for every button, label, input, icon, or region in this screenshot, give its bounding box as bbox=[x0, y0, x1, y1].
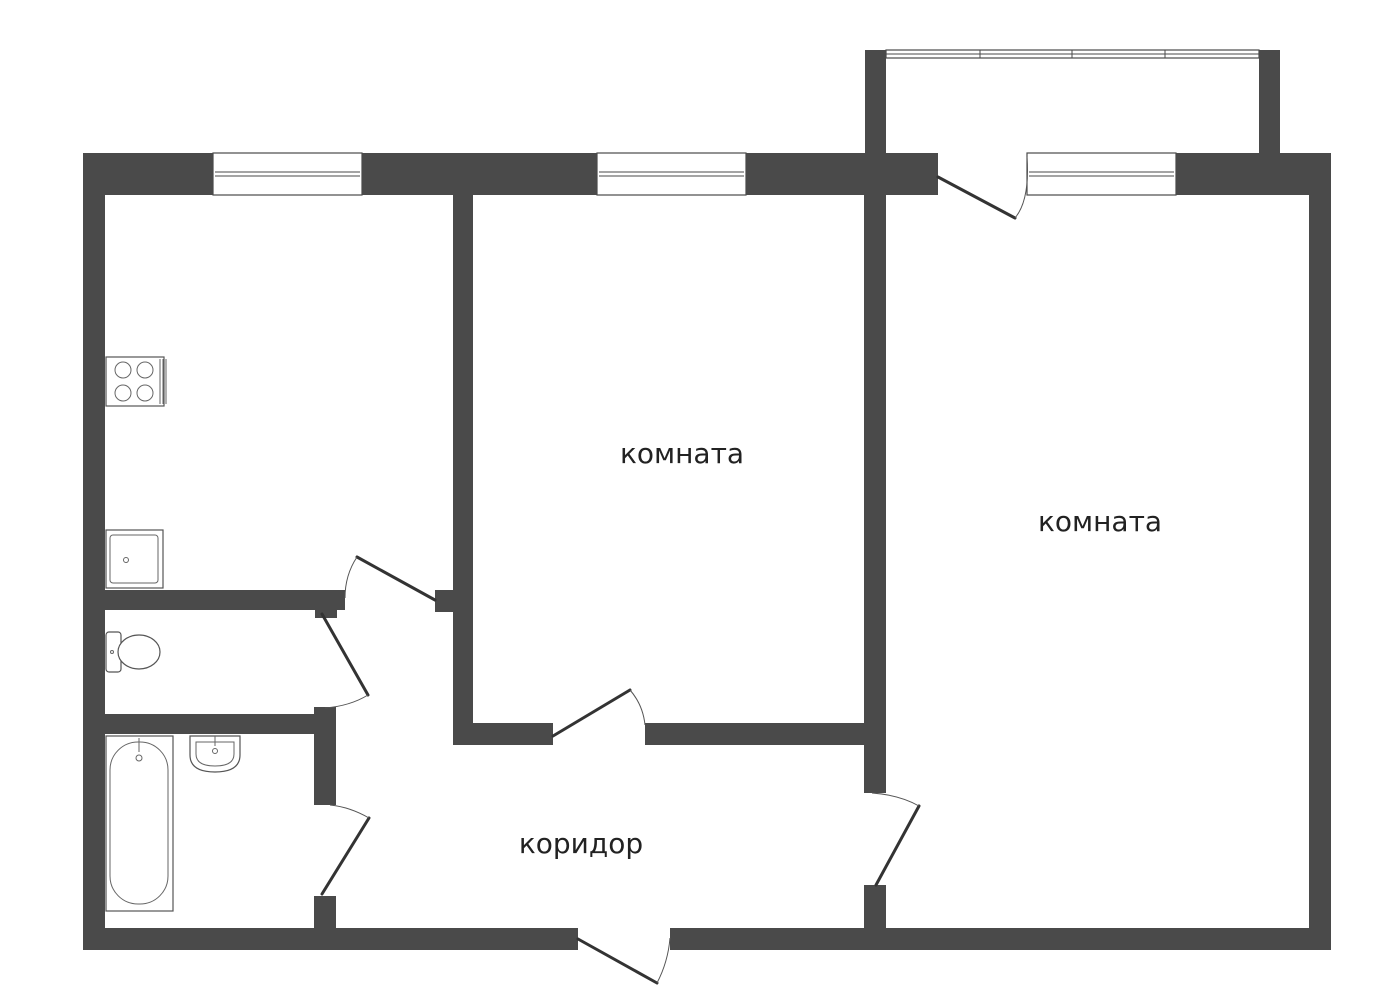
balcony-glazing bbox=[885, 49, 1260, 59]
outer-wall-bottom-right bbox=[670, 928, 1331, 950]
toilet-bottom-wall bbox=[105, 714, 335, 734]
washbasin-icon bbox=[189, 735, 241, 773]
doors bbox=[320, 156, 1028, 985]
kitchen-bottom-wall-post bbox=[315, 608, 337, 618]
bathroom-wall-upper bbox=[314, 707, 336, 805]
walls bbox=[83, 50, 1331, 950]
partition-rooms-upper bbox=[864, 195, 886, 793]
balcony-wall-right bbox=[1259, 50, 1280, 155]
kitchen-bottom-wall bbox=[105, 590, 345, 610]
outer-wall-right bbox=[1309, 153, 1331, 950]
fixtures bbox=[105, 356, 241, 912]
stove-icon bbox=[105, 356, 167, 407]
outer-wall-top-right bbox=[1176, 153, 1331, 195]
partition-kitchen-door-post bbox=[435, 590, 455, 612]
balcony-door bbox=[936, 156, 1028, 220]
bathtub-icon bbox=[105, 735, 174, 912]
room-label-corridor: коридор bbox=[519, 827, 643, 860]
balcony-wall-left bbox=[865, 50, 886, 155]
toilet-icon bbox=[105, 631, 161, 673]
room-window bbox=[596, 152, 747, 196]
partition-rooms-lower bbox=[864, 885, 886, 930]
entrance-door bbox=[576, 937, 671, 985]
bathroom-door bbox=[320, 804, 371, 896]
big-room-door bbox=[871, 792, 921, 887]
room-labels: комната комната коридор bbox=[519, 437, 1162, 860]
bathroom-wall-lower bbox=[314, 896, 336, 930]
big-room-window bbox=[1026, 152, 1177, 196]
windows bbox=[212, 49, 1260, 196]
room-label-middle: комната bbox=[620, 437, 744, 470]
room-door bbox=[551, 688, 646, 738]
kitchen-door bbox=[344, 555, 437, 602]
partition-kitchen-room bbox=[453, 195, 473, 745]
outer-wall-top-left bbox=[83, 153, 938, 195]
room-label-large: комната bbox=[1038, 505, 1162, 538]
toilet-door bbox=[320, 612, 370, 709]
room-bottom-wall-right bbox=[645, 723, 865, 745]
outer-wall-bottom-left bbox=[83, 928, 578, 950]
kitchen-window bbox=[212, 152, 363, 196]
room-bottom-wall-left bbox=[453, 723, 553, 745]
outer-wall-left bbox=[83, 153, 105, 950]
kitchen-sink-icon bbox=[105, 529, 164, 589]
